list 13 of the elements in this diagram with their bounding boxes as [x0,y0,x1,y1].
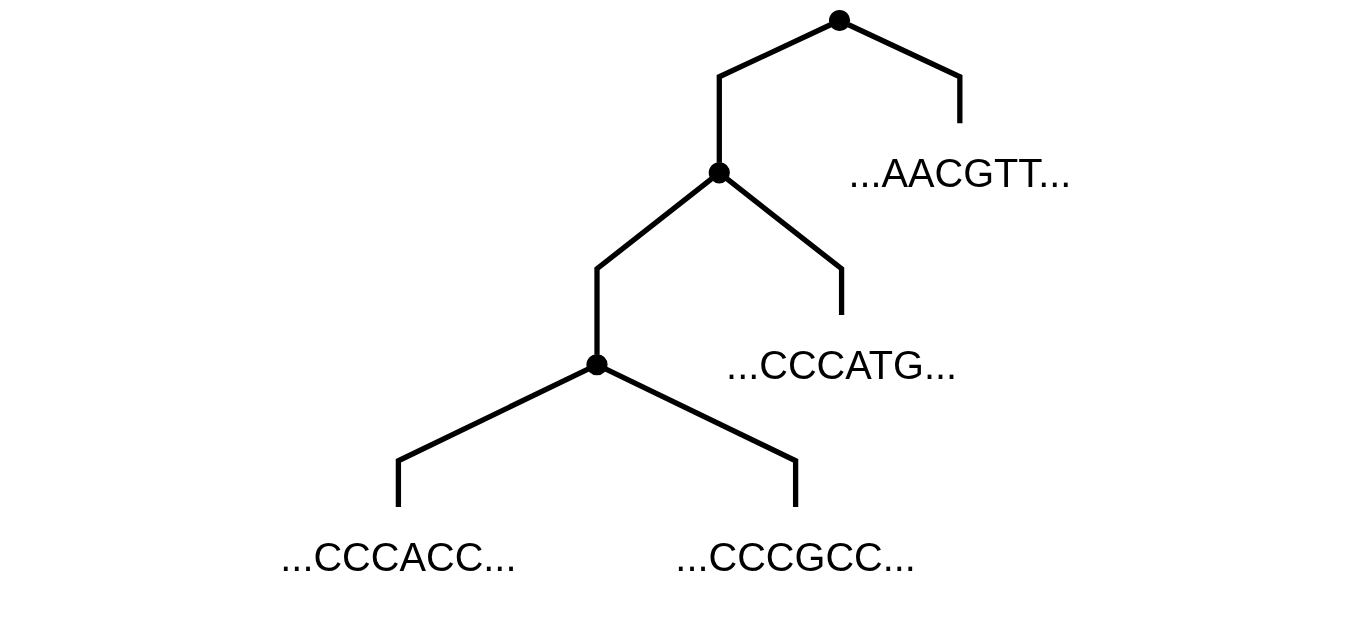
connector [716,22,832,163]
connector [395,366,590,508]
node-text: ...CCCATG... [726,342,958,387]
node-text: ...CCCACC... [280,534,517,579]
node-text: ...CCCGCC... [675,534,917,579]
node-circle [829,9,851,32]
node-text: ...AACGTT... [848,150,1072,195]
node-circle [708,162,731,184]
connector [604,366,799,508]
connector [847,22,963,124]
connector [725,176,845,316]
node-circle [586,354,608,376]
connector [594,176,714,355]
